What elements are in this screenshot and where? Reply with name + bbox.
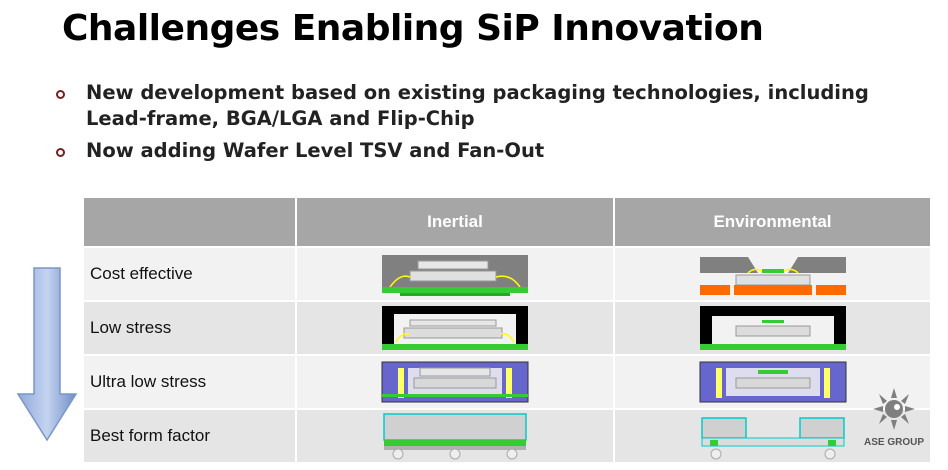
environmental-cell (613, 302, 930, 354)
table-header-row: Inertial Environmental (84, 198, 930, 246)
bullet-text: New development based on existing packag… (86, 81, 869, 130)
header-cell-empty (84, 198, 295, 246)
row-label: Cost effective (90, 264, 193, 283)
environmental-package-diagram (700, 417, 845, 460)
bullet-list: New development based on existing packag… (56, 80, 936, 170)
table-row: Best form factor (84, 408, 930, 462)
inertial-cell (295, 356, 613, 408)
table-row: Ultra low stress (84, 354, 930, 408)
environmental-package-diagram (699, 306, 846, 350)
inertial-cell (295, 302, 613, 354)
inertial-cell (295, 410, 613, 462)
environmental-cell (613, 356, 930, 408)
down-arrow-icon (16, 267, 78, 442)
table-row: Cost effective (84, 246, 930, 300)
bullet-circle-icon (56, 148, 65, 157)
header-cell-inertial: Inertial (295, 198, 613, 246)
inertial-package-diagram (381, 361, 529, 403)
table-row: Low stress (84, 300, 930, 354)
inertial-package-diagram (382, 306, 528, 350)
bullet-circle-icon (56, 90, 65, 99)
logo-text: ASE GROUP (863, 437, 924, 448)
slide-title: Challenges Enabling SiP Innovation (62, 8, 764, 49)
row-label: Ultra low stress (90, 372, 207, 391)
bullet-text: Now adding Wafer Level TSV and Fan-Out (86, 139, 545, 162)
inertial-package-diagram (383, 413, 527, 460)
bullet-item: New development based on existing packag… (56, 80, 936, 132)
environmental-package-diagram (699, 361, 846, 403)
inertial-cell (295, 248, 613, 300)
sun-icon (873, 388, 915, 430)
bullet-item: Now adding Wafer Level TSV and Fan-Out (56, 138, 936, 164)
inertial-package-diagram (382, 255, 528, 296)
environmental-cell (613, 410, 930, 462)
header-cell-environmental: Environmental (613, 198, 930, 246)
environmental-cell (613, 248, 930, 300)
row-label: Best form factor (90, 426, 210, 445)
ase-group-logo: ASE GROUP (860, 388, 928, 448)
environmental-package-diagram (699, 257, 846, 295)
comparison-table: Inertial Environmental Cost effective (84, 198, 930, 462)
row-label: Low stress (90, 318, 172, 337)
